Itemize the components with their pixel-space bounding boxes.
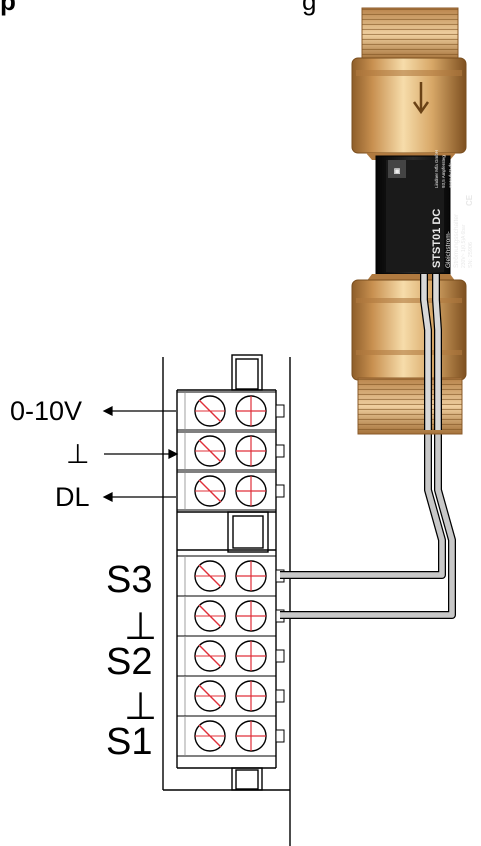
terminal-row-ground-2 [176,595,285,637]
label-0-10v: 0-10V [10,396,83,426]
svg-text:▣: ▣ [394,168,401,175]
terminal-row-ground-3 [176,675,285,717]
device-ce: CE [465,194,474,206]
terminal-row-s1 [176,715,285,757]
device-maker-line3: www.rk.tz.de [448,162,453,188]
label-dl: DL [55,482,90,512]
terminal-row-ground-1 [176,431,285,471]
terminal-row-s2 [176,635,285,677]
terminal-block [162,354,291,846]
label-s2: S2 [106,641,153,683]
arrows [102,406,179,502]
device-line1: Gleichstrom- [445,231,452,268]
device-line3: 230V~ 1(0,5)A 6bar [461,224,467,268]
label-s3: S3 [106,559,153,601]
label-ground-1: ⊥ [66,439,90,469]
label-ground-3: ⊥ [124,686,158,728]
arrow-0-10v-head [102,406,113,416]
terminal-row-dl [176,471,285,511]
device-serial: SN: 25906 [468,242,474,268]
top-caption-light: g [302,0,317,16]
device-model: STST01 DC [431,209,443,268]
flow-arrow [412,82,430,115]
terminal-row-s3 [176,555,285,597]
label-s1: S1 [106,721,153,763]
cable [280,420,456,619]
device-line2: Strömungsschalter [453,213,460,268]
top-caption-bold: p [0,0,16,16]
device-maker-line1: Lindner Mfa GmbH [434,150,439,188]
label-ground-2: ⊥ [124,606,158,648]
device-maker-line2: 93,5 Ampfersteg [441,155,446,188]
sensor-bottom-body [351,279,467,381]
terminal-row-0-10v [176,391,285,431]
arrow-ground-head [168,449,179,459]
flow-sensor: ▣ STST01 DC Gleichstrom- Strömungsschalt… [351,7,474,435]
arrow-dl-head [102,492,113,502]
